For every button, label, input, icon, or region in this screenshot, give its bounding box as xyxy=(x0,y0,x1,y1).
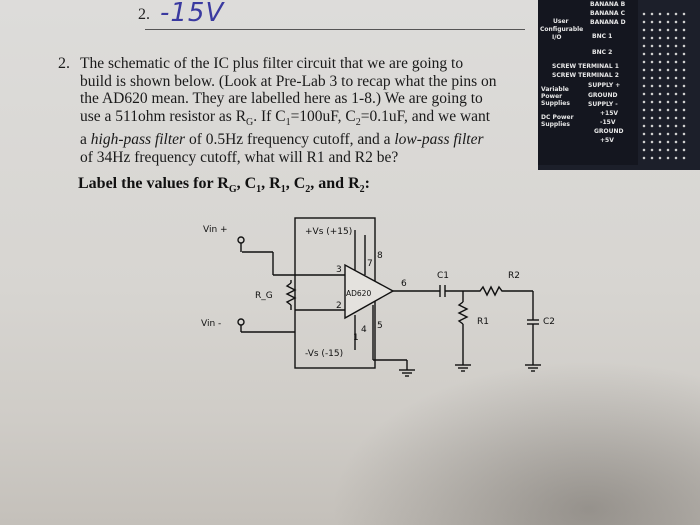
board-label: SCREW TERMINAL 1 xyxy=(552,63,619,70)
board-label: SUPPLY + xyxy=(588,82,621,89)
pin-2-label: 2 xyxy=(336,301,342,311)
vin-minus-label: Vin - xyxy=(201,319,221,329)
question-line-4: use a 511ohm resistor as RG. If C1=100uF… xyxy=(80,107,491,128)
breadboard-holes xyxy=(640,10,690,160)
c2-label: C2 xyxy=(543,317,555,327)
hand-shadow xyxy=(330,360,700,525)
pin-4-label: 4 xyxy=(361,325,367,335)
ground-symbol xyxy=(399,369,415,377)
board-label: Supplies xyxy=(541,121,570,128)
board-label: User xyxy=(553,18,569,25)
c1-label: C1 xyxy=(437,271,449,281)
question-text: The schematic of the IC plus filter circ… xyxy=(80,55,540,166)
question-line-2: build is shown below. (Look at Pre-Lab 3… xyxy=(80,72,497,90)
vin-plus-terminal xyxy=(237,236,245,244)
board-label: Configurable xyxy=(540,26,584,33)
board-label: BANANA D xyxy=(590,19,626,26)
handwritten-answer: -15V xyxy=(160,0,225,28)
vin-minus-terminal xyxy=(237,318,245,326)
board-label: Variable xyxy=(541,86,569,93)
board-label: Supplies xyxy=(541,100,570,107)
question-line-6: of 34Hz frequency cutoff, what will R1 a… xyxy=(80,148,399,166)
pin-1-label: 1 xyxy=(353,333,359,343)
question-line-3: the AD620 mean. They are labelled here a… xyxy=(80,90,483,107)
board-label: BNC 2 xyxy=(592,49,613,56)
board-label: Power xyxy=(541,93,563,100)
vs-plus-label: +Vs (+15) xyxy=(305,227,352,237)
board-label: BANANA C xyxy=(590,10,626,17)
board-label: +5V xyxy=(600,137,614,144)
pin-8-label: 8 xyxy=(377,251,383,261)
board-label: +15V xyxy=(600,110,619,117)
vs-minus-label: -Vs (-15) xyxy=(305,349,343,359)
bold-instruction: Label the values for RG, C1, R1, C2, and… xyxy=(78,175,370,196)
previous-question-number: 2. xyxy=(138,6,150,23)
answer-line xyxy=(145,29,525,30)
question-number: 2. xyxy=(58,55,70,72)
board-label: BNC 1 xyxy=(592,33,613,40)
board-label: GROUND xyxy=(594,128,624,135)
r1-resistor xyxy=(457,301,469,325)
board-label: BANANA B xyxy=(590,1,626,8)
amp-triangle xyxy=(344,263,395,320)
board-label: -15V xyxy=(600,119,616,126)
rg-resistor xyxy=(285,282,297,306)
question-line-1: The schematic of the IC plus filter circ… xyxy=(80,55,464,72)
pin-7-label: 7 xyxy=(367,259,373,269)
ground-symbol xyxy=(455,364,471,372)
pin-3-label: 3 xyxy=(336,265,342,275)
circuit-schematic: Vin + Vin - +Vs (+15) -Vs (-15) R_G AD62… xyxy=(201,217,555,377)
rg-label: R_G xyxy=(255,291,273,301)
r2-label: R2 xyxy=(508,271,520,281)
ground-symbol xyxy=(525,364,541,372)
r1-label: R1 xyxy=(477,317,489,327)
board-label: GROUND xyxy=(588,92,618,99)
board-label-area xyxy=(538,0,638,165)
board-label: I/O xyxy=(552,34,562,41)
chip-label: AD620 xyxy=(346,289,371,298)
vin-plus-label: Vin + xyxy=(203,225,228,235)
board-label: DC Power xyxy=(541,114,574,121)
board-label: SCREW TERMINAL 2 xyxy=(552,72,619,79)
r2-resistor xyxy=(463,285,533,297)
question-line-5: a high-pass filter of 0.5Hz frequency cu… xyxy=(80,131,484,149)
board-label: SUPPLY - xyxy=(588,101,618,108)
pin-5-label: 5 xyxy=(377,321,383,331)
pin-6-label: 6 xyxy=(401,279,407,289)
